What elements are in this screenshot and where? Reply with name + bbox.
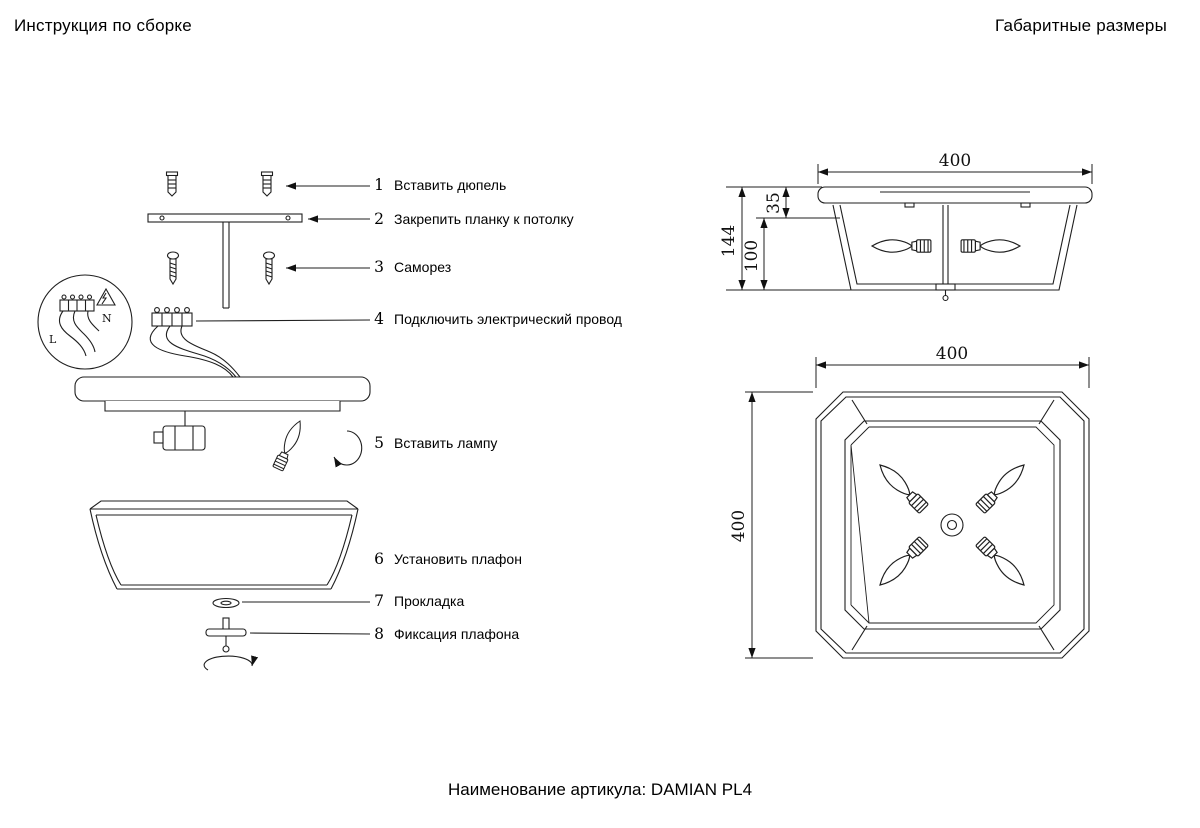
- terminal-block: [151, 307, 193, 327]
- step-number: 3: [374, 258, 384, 276]
- candle-bulb-icon: [272, 418, 306, 472]
- wire-label-line: L: [49, 333, 57, 346]
- step-item-7: 7 Прокладка: [370, 592, 464, 610]
- dim-height-body: 100: [742, 240, 762, 272]
- leader-step-8: [249, 632, 371, 635]
- step-number: 2: [374, 210, 384, 228]
- step-item-8: 8 Фиксация плафона: [370, 625, 519, 643]
- step-item-6: 6 Установить плафон: [370, 550, 522, 568]
- step-item-5: 5 Вставить лампу: [370, 434, 497, 452]
- article-name: Наименование артикула: DAMIAN PL4: [447, 780, 753, 799]
- step-number: 4: [374, 310, 384, 328]
- dowel-icon: [165, 171, 274, 197]
- warning-triangle-icon: [96, 287, 116, 306]
- step-label: Вставить дюпель: [394, 177, 507, 193]
- page-title-right: Габаритные размеры: [995, 16, 1167, 35]
- side-view: [817, 186, 1093, 302]
- step-item-1: 1 Вставить дюпель: [370, 176, 506, 194]
- dim-side-width: 400: [939, 151, 971, 171]
- glass-shade: [89, 500, 359, 590]
- step-number: 5: [374, 434, 384, 452]
- leader-step-4: [195, 319, 371, 322]
- wire-label-neutral: N: [102, 312, 112, 325]
- page-title-left: Инструкция по сборке: [14, 16, 192, 35]
- wiring-detail-circle: N L: [37, 274, 133, 370]
- dim-top-width: 400: [936, 344, 968, 364]
- dim-height-plate: 35: [764, 192, 784, 214]
- step-item-3: 3 Саморез: [370, 258, 451, 276]
- step-number: 1: [374, 176, 384, 194]
- dim-height-total: 144: [719, 225, 739, 257]
- canopy: [74, 376, 371, 412]
- lamp-socket: [153, 411, 206, 451]
- rotate-arrow-icon: [333, 430, 363, 468]
- assembly-diagram: N L: [37, 171, 371, 671]
- dim-top-depth: 400: [729, 510, 749, 542]
- step-item-4: 4 Подключить электрический провод: [370, 310, 622, 328]
- wires: [149, 325, 241, 378]
- step-label: Фиксация плафона: [394, 626, 520, 642]
- step-item-2: 2 Закрепить планку к потолку: [370, 210, 574, 228]
- step-number: 8: [374, 625, 384, 643]
- side-view-bulb-left: [871, 239, 932, 253]
- mounting-bar: [147, 213, 303, 309]
- step-label: Саморез: [394, 259, 452, 275]
- finial: [205, 617, 247, 653]
- step-label: Вставить лампу: [394, 435, 498, 451]
- gasket: [212, 597, 240, 609]
- screw-icon: [166, 251, 276, 285]
- side-view-dimensions: 400 144 100 35: [719, 151, 1093, 291]
- rotate-arrow-bottom-icon: [203, 655, 259, 671]
- top-view-dimensions: 400 400: [729, 344, 1090, 659]
- top-view: [815, 391, 1090, 659]
- side-view-bulb-right: [960, 239, 1021, 253]
- step-label: Подключить электрический провод: [394, 311, 622, 327]
- step-label: Закрепить планку к потолку: [394, 211, 574, 227]
- step-number: 6: [374, 550, 384, 568]
- step-label: Установить плафон: [394, 551, 522, 567]
- step-number: 7: [374, 592, 384, 610]
- step-label: Прокладка: [394, 593, 465, 609]
